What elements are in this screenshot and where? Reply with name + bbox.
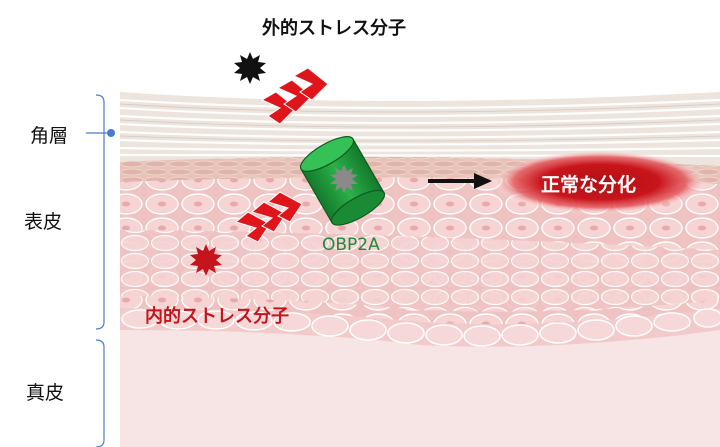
- external-stress-label: 外的ストレス分子: [262, 18, 406, 39]
- external-chevron-arrows: [260, 67, 329, 125]
- normal-differentiation-label: 正常な分化: [541, 174, 637, 196]
- basal-cells: [120, 308, 720, 347]
- result-glow: [492, 150, 708, 214]
- stratum-corneum-layer: [119, 92, 720, 166]
- dermis-layer: [120, 330, 720, 447]
- layer-brackets: [86, 94, 110, 447]
- external-stress-icon: [234, 52, 266, 84]
- internal-chevron-arrows: [234, 191, 303, 243]
- internal-stress-label: 内的ストレス分子: [145, 306, 289, 327]
- corneum-marker-dot: [107, 129, 115, 137]
- right-arrow-icon: [428, 173, 492, 189]
- dermis-label: 真皮: [26, 382, 65, 404]
- internal-stress-icon: [190, 244, 222, 276]
- spinous-layer: [120, 230, 720, 312]
- epidermis-label: 表皮: [24, 211, 63, 233]
- bound-molecule-icon: [330, 165, 358, 193]
- stratum-corneum-label: 角層: [30, 125, 69, 147]
- obp2a-label: OBP2A: [322, 235, 380, 255]
